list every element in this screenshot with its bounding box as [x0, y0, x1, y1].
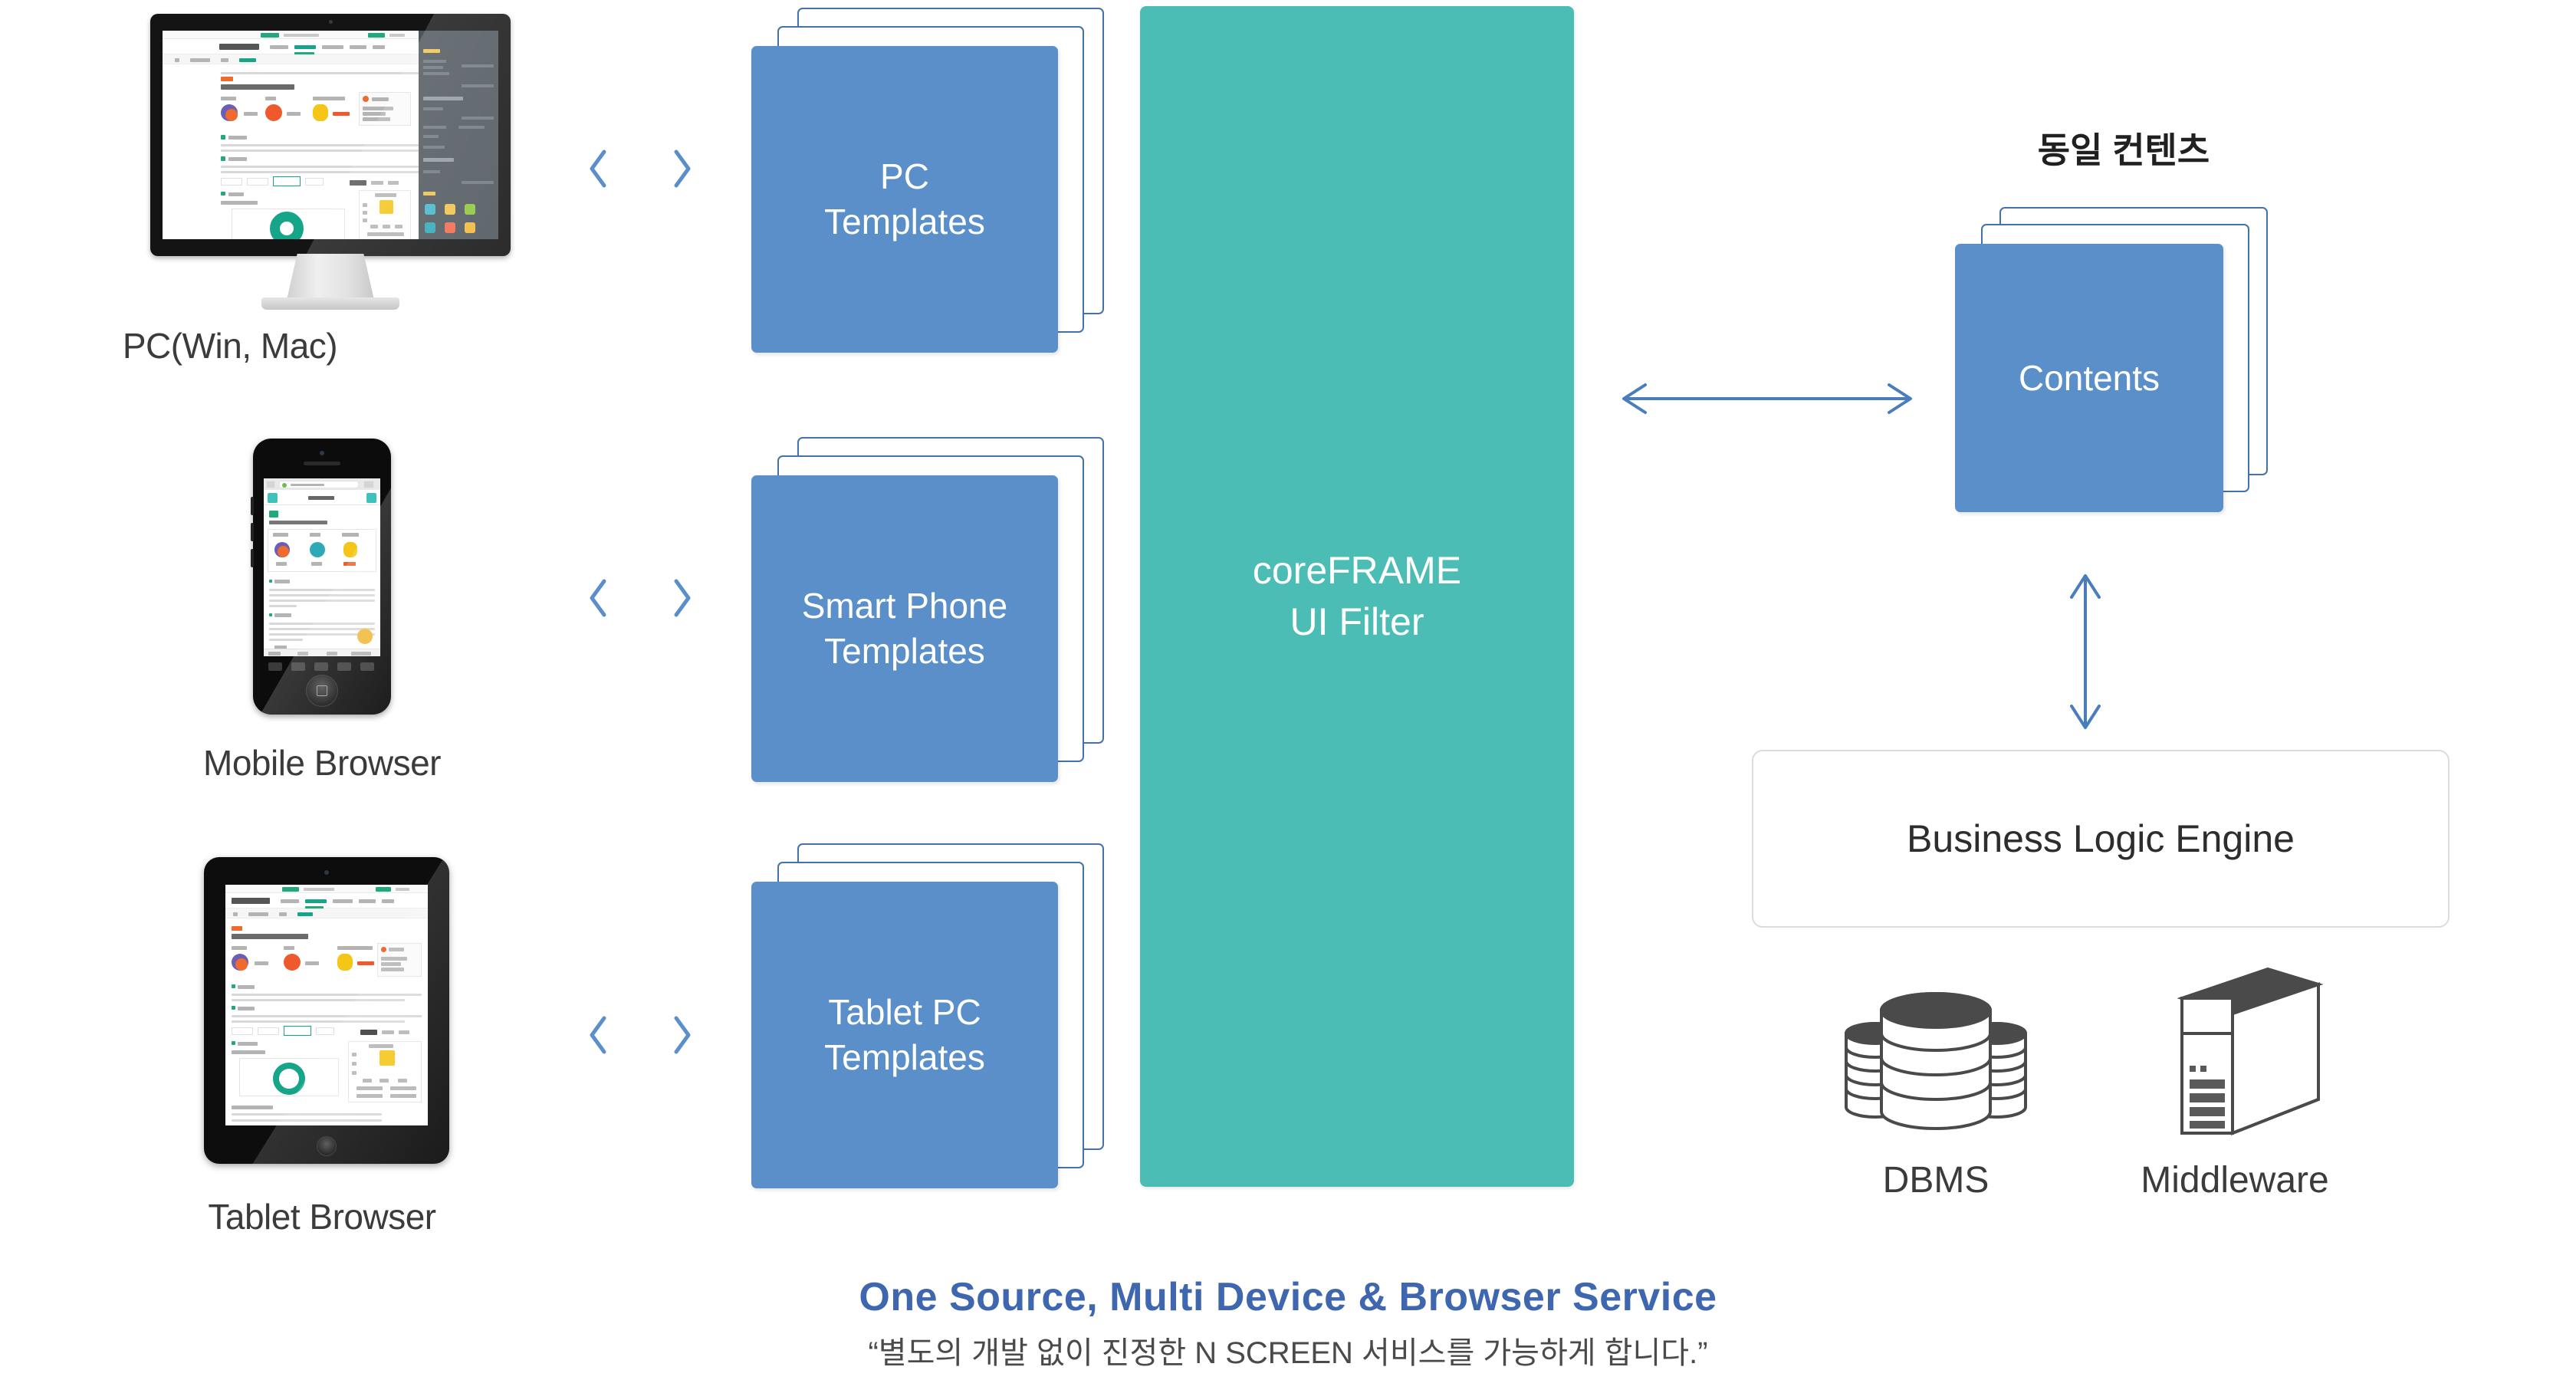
- monitor-bezel: [150, 14, 511, 256]
- phone-volume-button: [251, 549, 254, 567]
- phone-speaker: [304, 462, 340, 465]
- phone-volume-button: [251, 497, 254, 515]
- monitor-screen: [163, 31, 498, 239]
- infra-label-dbms: DBMS: [1882, 1160, 1990, 1201]
- tablet-body: [204, 857, 449, 1164]
- tablet-icon: [204, 857, 449, 1187]
- monitor-camera-icon: [329, 20, 333, 24]
- infra-label-middleware: Middleware: [2141, 1160, 2329, 1201]
- tablet-home-button: [317, 1136, 337, 1156]
- phone-screen: [264, 478, 380, 656]
- chevron-left-icon: [583, 138, 613, 199]
- phone-home-button: [306, 675, 338, 707]
- chevron-left-icon: [583, 567, 613, 629]
- phone-volume-button: [251, 523, 254, 541]
- business-logic-engine-label: Business Logic Engine: [1907, 817, 2295, 860]
- desktop-monitor-icon: [150, 14, 511, 320]
- connector-chevrons-tablet: [583, 1004, 705, 1066]
- business-logic-engine-box[interactable]: Business Logic Engine: [1752, 750, 2450, 928]
- device-label-pc: PC(Win, Mac): [122, 326, 338, 366]
- tablet-screen: [225, 885, 428, 1125]
- bidirectional-arrow-vertical: [2062, 571, 2108, 732]
- server-tower-icon: [2139, 958, 2331, 1150]
- contents-stack[interactable]: Contents: [1947, 207, 2300, 544]
- smartphone-icon: [251, 439, 391, 734]
- tablet-camera-icon: [324, 870, 329, 875]
- footer-tagline: One Source, Multi Device & Browser Servi…: [859, 1275, 1717, 1319]
- monitor-stand-base: [261, 297, 399, 310]
- page-title-same-contents: 동일 컨텐츠: [2037, 130, 2210, 170]
- database-stack-icon: [1832, 974, 2039, 1150]
- footer-subtitle: “별도의 개발 없이 진정한 N SCREEN 서비스를 가능하게 합니다.”: [868, 1336, 1708, 1370]
- chevron-right-icon: [667, 567, 698, 629]
- tablet-dashboard-mock: [225, 885, 428, 1125]
- phone-camera-icon: [320, 451, 324, 455]
- chevron-left-icon: [583, 1004, 613, 1066]
- connector-chevrons-mobile: [583, 567, 705, 629]
- phone-browser-buttons: [264, 662, 380, 675]
- monitor-stand-neck: [287, 254, 374, 300]
- connector-chevrons-pc: [583, 138, 705, 199]
- chevron-right-icon: [667, 1004, 698, 1066]
- bidirectional-arrow-horizontal: [1618, 380, 1917, 418]
- phone-body: [251, 439, 391, 715]
- chevron-right-icon: [667, 138, 698, 199]
- device-label-mobile: Mobile Browser: [203, 743, 442, 783]
- contents-card-front[interactable]: Contents: [1955, 244, 2223, 512]
- device-label-tablet: Tablet Browser: [208, 1197, 436, 1237]
- dashboard-side-panel: [419, 31, 498, 239]
- contents-card-label: Contents: [2018, 357, 2160, 398]
- mobile-dashboard-mock: [264, 478, 380, 656]
